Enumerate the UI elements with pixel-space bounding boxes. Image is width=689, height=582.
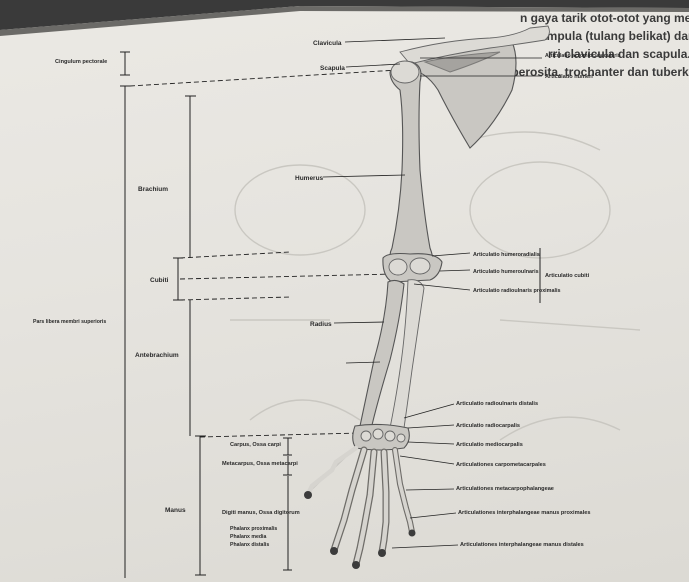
label-radius: Radius [310, 321, 332, 328]
top-paragraph: n gaya tarik otot-otot yang melekat pada… [500, 11, 689, 79]
label-art-cubiti: Articulatio cubiti [545, 273, 590, 279]
label-art-humeri: Articulatio humeri [545, 74, 593, 80]
top-text-line-4: tuberosita, trochanter dan tuberkulum. [500, 65, 689, 79]
label-digiti: Digiti manus, Ossa digitorum [222, 510, 300, 516]
label-art-radioulnaris-distalis: Articulatio radioulnaris distalis [456, 401, 538, 407]
humerus-bone [390, 62, 433, 264]
label-art-humeroradialis: Articulatio humeroradialis [473, 252, 540, 258]
top-text-line-2: ampula (tulang belikat) dan kerangka beb… [540, 29, 689, 43]
label-art-radioulnaris-proximalis: Articulatio radioulnaris proximalis [473, 288, 560, 294]
label-art-interphalangeae-distales: Articulationes interphalangeae manus dis… [460, 542, 584, 548]
top-text-line-1: n gaya tarik otot-otot yang melekat pada… [520, 11, 689, 25]
label-humerus: Humerus [295, 175, 324, 182]
label-art-radiocarpalis: Articulatio radiocarpalis [456, 423, 520, 429]
label-pars-libera: Pars libera membri superioris [33, 319, 106, 325]
label-art-mediocarpalis: Articulatio mediocarpalis [456, 442, 523, 448]
label-antebrachium: Antebrachium [135, 352, 179, 359]
label-clavicula: Clavicula [313, 40, 342, 47]
label-phalanx-distalis: Phalanx distalis [230, 542, 269, 548]
label-art-humeroulnaris: Articulatio humeroulnaris [473, 269, 539, 275]
label-art-interphalangeae-proximales: Articulationes interphalangeae manus pro… [458, 510, 590, 516]
label-manus: Manus [165, 507, 186, 514]
label-carpus: Carpus, Ossa carpi [230, 442, 281, 448]
hand-bones [304, 448, 416, 569]
label-art-acromioclavicularis: Articulatio acromioclavicularis [545, 53, 621, 59]
label-scapula: Scapula [320, 65, 345, 72]
label-brachium: Brachium [138, 186, 168, 193]
label-metacarpus: Metacarpus, Ossa metacarpi [222, 461, 298, 467]
label-phalanx-media: Phalanx media [230, 534, 266, 540]
label-art-metacarpophalangeae: Articulationes metacarpophalangeae [456, 486, 554, 492]
label-cubiti: Cubiti [150, 277, 169, 284]
label-cingulum-pectorale: Cingulum pectorale [55, 59, 107, 65]
carpal-bones [353, 424, 410, 450]
label-art-carpometacarpales: Articulationes carpometacarpales [456, 462, 546, 468]
label-phalanx-proximalis: Phalanx proximalis [230, 526, 277, 532]
